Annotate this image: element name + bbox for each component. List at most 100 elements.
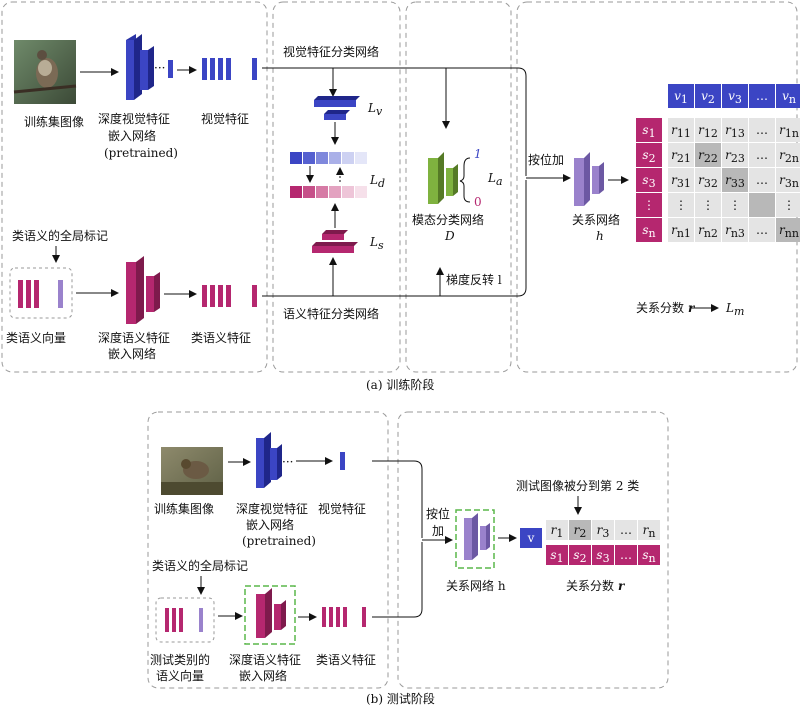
test-semantic-vector-label-2: 语义向量 xyxy=(156,668,204,683)
matrix-cell xyxy=(749,143,775,167)
visual-feature-label: 视觉特征 xyxy=(201,111,249,126)
training-frames xyxy=(1,1,798,373)
test-semantic-net-label-1: 深度语义特征 xyxy=(229,652,301,667)
visual-net-label-2: 嵌入网络 xyxy=(108,128,156,143)
visual-feature-bars xyxy=(202,58,257,80)
semantic-net-label-1: 深度语义特征 xyxy=(98,330,170,345)
v-header-cell xyxy=(776,84,800,108)
v-header-cell xyxy=(695,84,721,108)
v-header-cell xyxy=(749,84,775,108)
semantic-embedding-net xyxy=(126,256,160,324)
test-semantic-net-label-2: 嵌入网络 xyxy=(239,668,287,683)
matrix-cell xyxy=(668,218,694,242)
s-row-cell xyxy=(636,143,662,167)
s-row-cell xyxy=(636,193,662,217)
matrix-cell xyxy=(776,218,800,242)
test-relation-net-label: 关系网络 h xyxy=(446,578,506,593)
test-visual-feature-label: 视觉特征 xyxy=(318,501,366,516)
matrix-cell xyxy=(695,168,721,192)
matrix-cell-label: r1n xyxy=(779,123,799,140)
matrix-cell xyxy=(776,143,800,167)
test-r-cell xyxy=(615,520,637,540)
matrix-cell xyxy=(722,143,748,167)
matrix-cell-label: r11 xyxy=(671,123,691,140)
test-s-label: s2 xyxy=(573,548,586,565)
matrix-cell xyxy=(668,168,694,192)
semantic-net-label-2: 嵌入网络 xyxy=(108,346,156,361)
testing-caption: (b) 测试阶段 xyxy=(366,691,435,706)
matrix-cell xyxy=(722,218,748,242)
semantic-vector-label: 类语义向量 xyxy=(6,330,66,345)
matrix-cell xyxy=(776,118,800,142)
v-header-label: v1 xyxy=(674,89,688,106)
test-visual-net-label-3: (pretrained) xyxy=(242,534,316,548)
test-r-label: r3 xyxy=(597,523,610,540)
test-result-label: 测试图像被分到第 2 类 xyxy=(516,478,639,493)
test-r-cell xyxy=(546,520,568,540)
matrix-cell xyxy=(749,118,775,142)
s-row-cell xyxy=(636,168,662,192)
matrix-cell-label: r13 xyxy=(725,123,745,140)
frame-modal-net xyxy=(405,1,512,373)
loss-a: La xyxy=(487,171,503,188)
matrix-cell-label: ⋮ xyxy=(702,198,714,212)
matrix-cell-label: r33 xyxy=(725,173,745,190)
v-header-label: v3 xyxy=(728,89,742,106)
relation-net-symbol: h xyxy=(596,229,604,243)
matrix-cell xyxy=(668,193,694,217)
test-s-label: … xyxy=(620,548,632,562)
v-header-label: vn xyxy=(782,89,796,106)
test-arrows-top xyxy=(228,457,333,466)
svg-text:···: ··· xyxy=(282,455,293,469)
matrix-cell-label: … xyxy=(756,223,768,237)
matrix-cell xyxy=(695,143,721,167)
test-visual-net: ··· xyxy=(256,432,345,488)
semantic-cls-net-label: 语义特征分类网络 xyxy=(283,306,379,321)
test-semantic-vector-frame xyxy=(155,597,215,643)
matrix-cell xyxy=(722,168,748,192)
s-row-cell xyxy=(636,118,662,142)
matrix-cell xyxy=(695,193,721,217)
relation-net-label: 关系网络 xyxy=(572,212,620,227)
matrix-cell xyxy=(695,218,721,242)
v-header-label: … xyxy=(756,89,768,103)
test-semantic-feature-label: 类语义特征 xyxy=(316,652,376,667)
global-marker-label: 类语义的全局标记 xyxy=(12,228,108,243)
semantic-feature-bars xyxy=(202,285,257,307)
semantic-feature-label: 类语义特征 xyxy=(191,330,251,345)
test-r-label: … xyxy=(620,523,632,537)
test-s-cell xyxy=(592,545,614,565)
matrix-cell xyxy=(776,168,800,192)
test-v-cell xyxy=(520,528,542,548)
s-row-cell xyxy=(636,218,662,242)
training-caption: (a) 训练阶段 xyxy=(366,377,434,392)
test-visual-net-label-2: 嵌入网络 xyxy=(246,517,294,532)
matrix-cell-label: r31 xyxy=(671,173,691,190)
matrix-cell-label: … xyxy=(756,148,768,162)
matrix-cell xyxy=(695,118,721,142)
frame-test-feature xyxy=(147,411,389,689)
matrix-cell-label: ⋮ xyxy=(675,198,687,212)
test-r-cell xyxy=(638,520,660,540)
modal-net-label: 模态分类网络 xyxy=(412,212,484,227)
modal-out-1: 1 xyxy=(474,147,482,161)
frame-cls-nets xyxy=(272,1,401,373)
test-semantic-net xyxy=(256,588,286,638)
test-s-label: s3 xyxy=(596,548,609,565)
v-header-label: v2 xyxy=(701,89,715,106)
matrix-cell-label: r21 xyxy=(671,148,691,165)
test-concat-label-2: 加 xyxy=(432,524,444,538)
test-relation-net-highlight xyxy=(455,509,495,569)
training-main-paths xyxy=(262,67,571,297)
matrix-cell-label: rn3 xyxy=(725,223,745,240)
visual-net-ellipsis: ··· xyxy=(154,61,165,75)
testing-frames xyxy=(147,411,669,689)
matrix-cell-label: rn2 xyxy=(698,223,718,240)
matrix-cell-label: … xyxy=(756,123,768,137)
train-image-label: 训练集图像 xyxy=(24,114,84,129)
s-row-label: s2 xyxy=(642,148,655,165)
modal-out-0: 0 xyxy=(474,195,482,209)
